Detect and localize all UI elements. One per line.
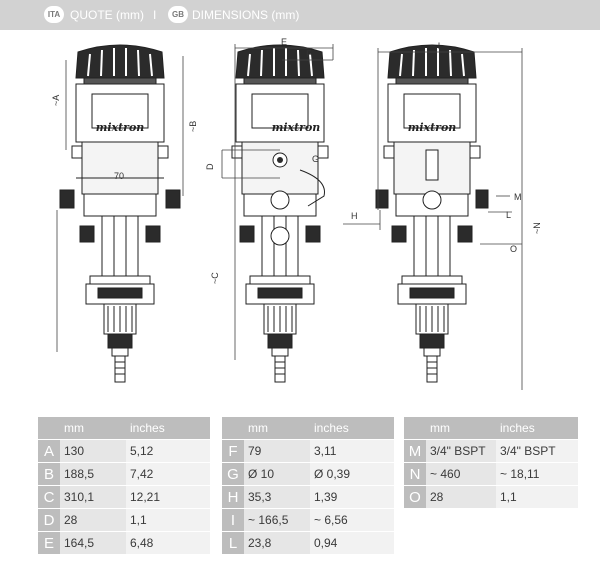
header-separator: I [153, 8, 157, 22]
dim-label-D: D [205, 163, 215, 170]
row-letter: H [222, 485, 244, 509]
dim-label-A: ~A [51, 95, 61, 106]
row-inches: 5,12 [126, 439, 210, 463]
row-mm: 28 [60, 508, 126, 532]
row-mm: 23,8 [244, 531, 310, 555]
technical-drawing: mixtron mixtron mixtron [51, 37, 542, 390]
row-letter: A [38, 439, 60, 463]
col-mm-header: mm [244, 417, 310, 440]
row-letter: E [38, 531, 60, 555]
dim-label-E: E [281, 37, 287, 47]
row-letter: N [404, 462, 426, 486]
gb-badge: GB [168, 6, 188, 23]
row-mm: 79 [244, 439, 310, 463]
dim-label-I: ~ I [430, 41, 440, 51]
row-letter: C [38, 485, 60, 509]
row-letter: F [222, 439, 244, 463]
dim-label-F: F [306, 49, 312, 59]
row-mm: ~ 460 [426, 462, 496, 486]
brand-logo-2: mixtron [272, 121, 321, 134]
row-mm: 188,5 [60, 462, 126, 486]
row-letter: I [222, 508, 244, 532]
row-mm: Ø 10 [244, 462, 310, 486]
row-inches: 3/4" BSPT [496, 439, 578, 463]
col-inches-header: inches [496, 417, 578, 440]
col-mm-header: mm [426, 417, 496, 440]
rear-view [375, 44, 489, 383]
row-mm: 3/4" BSPT [426, 439, 496, 463]
row-inches: ~ 6,56 [310, 508, 394, 532]
row-letter: D [38, 508, 60, 532]
row-mm: 28 [426, 485, 496, 509]
row-mm: 130 [60, 439, 126, 463]
table-row: N~ 460~ 18,11 [404, 462, 578, 486]
dim-label-G: G [312, 154, 319, 164]
row-inches: 3,11 [310, 439, 394, 463]
row-letter: O [404, 485, 426, 509]
col-inches-header: inches [310, 417, 394, 440]
front-view [59, 44, 181, 383]
gb-label: DIMENSIONS (mm) [192, 8, 300, 22]
row-mm: ~ 166,5 [244, 508, 310, 532]
row-letter: B [38, 462, 60, 486]
row-letter: L [222, 531, 244, 555]
row-inches: 0,94 [310, 531, 394, 555]
row-mm: 35,3 [244, 485, 310, 509]
table-header-row: mm inches [404, 417, 578, 440]
dim-label-O: O [510, 244, 517, 254]
row-inches: 1,39 [310, 485, 394, 509]
dim-label-L: L [506, 210, 511, 220]
dim-label-B: ~B [188, 121, 198, 132]
dim-label-M: M [514, 192, 522, 202]
dim-label-H: H [351, 211, 358, 221]
dim-label-C: ~C [210, 272, 220, 284]
ita-label: QUOTE (mm) [70, 8, 144, 22]
row-inches: ~ 18,11 [496, 462, 578, 486]
col-mm-header: mm [60, 417, 126, 440]
row-letter: G [222, 462, 244, 486]
row-inches: 1,1 [496, 485, 578, 509]
table-header-row: mm inches [38, 417, 210, 440]
side-view [231, 44, 329, 383]
header-bar: ITA QUOTE (mm) I GB DIMENSIONS (mm) [0, 0, 600, 30]
dim-label-70: 70 [114, 171, 124, 181]
table-row: I~ 166,5~ 6,56 [222, 508, 394, 532]
row-mm: 164,5 [60, 531, 126, 555]
row-inches: 6,48 [126, 531, 210, 555]
row-inches: 7,42 [126, 462, 210, 486]
brand-logo-1: mixtron [96, 121, 145, 134]
ita-badge: ITA [44, 6, 64, 23]
row-letter: M [404, 439, 426, 463]
row-inches: 12,21 [126, 485, 210, 509]
dim-label-N: ~N [532, 222, 542, 234]
row-mm: 310,1 [60, 485, 126, 509]
brand-logo-3: mixtron [408, 121, 457, 134]
col-inches-header: inches [126, 417, 210, 440]
table-header-row: mm inches [222, 417, 394, 440]
row-inches: 1,1 [126, 508, 210, 532]
row-inches: Ø 0,39 [310, 462, 394, 486]
